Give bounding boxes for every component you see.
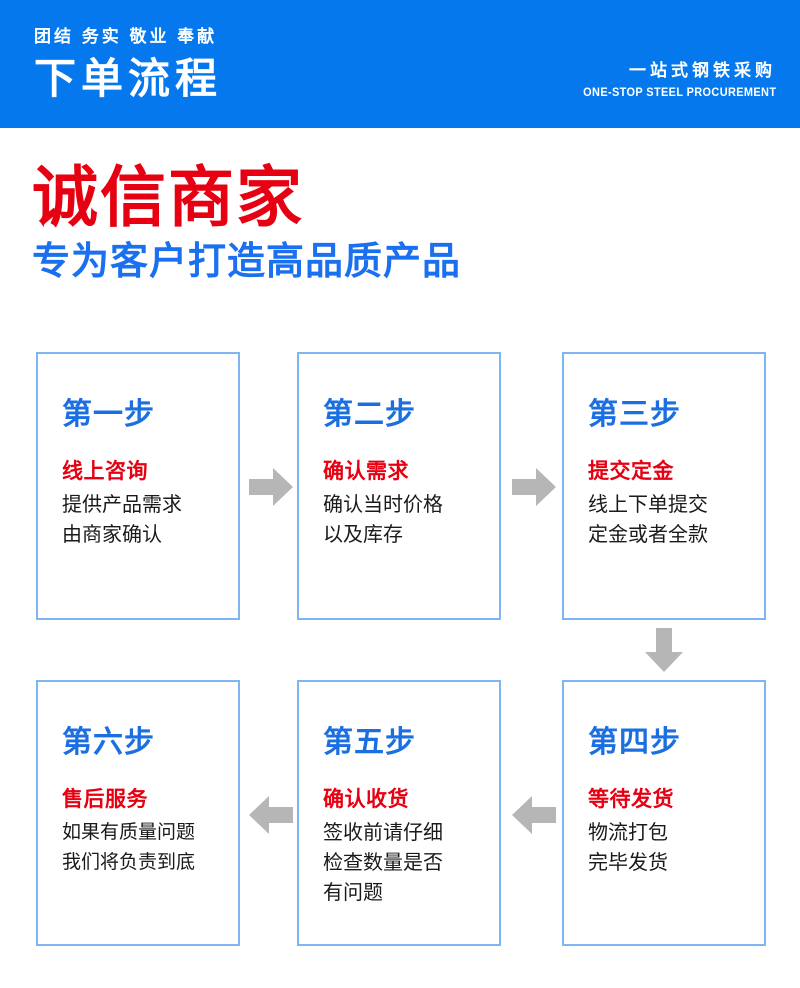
step-2-title: 第二步 bbox=[323, 398, 416, 431]
step-card-4-content: 第四步 等待发货 物流打包 完毕发货 bbox=[564, 682, 764, 878]
step-card-3-content: 第三步 提交定金 线上下单提交 定金或者全款 bbox=[564, 354, 764, 550]
header-right-group: 一站式钢铁采购 ONE-STOP STEEL PROCUREMENT bbox=[573, 60, 776, 101]
step-2-desc-line-2: 以及库存 bbox=[323, 524, 403, 546]
step-card-1-content: 第一步 线上咨询 提供产品需求 由商家确认 bbox=[38, 354, 238, 550]
arrow-left-icon-step4-step5 bbox=[512, 796, 556, 834]
step-4-desc-line-2: 完毕发货 bbox=[588, 852, 668, 874]
arrow-right-icon-step1-step2 bbox=[249, 468, 293, 506]
company-slogan: 团结 务实 敬业 奉献 bbox=[34, 27, 218, 46]
hero-subtitle: 专为客户打造高品质产品 bbox=[32, 241, 462, 283]
step-2-highlight: 确认需求 bbox=[323, 460, 409, 483]
step-3-title: 第三步 bbox=[588, 398, 681, 431]
arrow-right-icon-step2-step3 bbox=[512, 468, 556, 506]
step-5-title: 第五步 bbox=[323, 726, 416, 759]
step-2-desc-line-1: 确认当时价格 bbox=[323, 494, 443, 516]
step-3-desc-line-2: 定金或者全款 bbox=[588, 524, 708, 546]
arrow-left-icon-step5-step6 bbox=[249, 796, 293, 834]
step-card-2: 第二步 确认需求 确认当时价格 以及库存 bbox=[297, 352, 501, 620]
step-4-desc-line-1: 物流打包 bbox=[588, 822, 668, 844]
step-5-highlight: 确认收货 bbox=[323, 788, 409, 811]
step-6-desc-line-2: 我们将负责到底 bbox=[62, 852, 196, 873]
header-left-group: 团结 务实 敬业 奉献 下单流程 bbox=[34, 27, 222, 105]
step-6-desc-line-1: 如果有质量问题 bbox=[62, 822, 196, 843]
step-5-desc-line-1: 签收前请仔细 bbox=[323, 822, 443, 844]
hero-main-title: 诚信商家 bbox=[32, 160, 304, 234]
step-3-highlight: 提交定金 bbox=[588, 460, 674, 483]
step-4-highlight: 等待发货 bbox=[588, 788, 674, 811]
step-card-2-content: 第二步 确认需求 确认当时价格 以及库存 bbox=[299, 354, 499, 550]
step-1-desc-line-1: 提供产品需求 bbox=[62, 494, 182, 516]
step-3-desc-line-1: 线上下单提交 bbox=[588, 494, 708, 516]
step-card-1: 第一步 线上咨询 提供产品需求 由商家确认 bbox=[36, 352, 240, 620]
step-1-desc-line-2: 由商家确认 bbox=[62, 524, 162, 546]
hero-section: 诚信商家 专为客户打造高品质产品 bbox=[32, 158, 461, 286]
step-1-title: 第一步 bbox=[62, 398, 155, 431]
header-title: 下单流程 bbox=[34, 55, 223, 102]
header-tagline-en: ONE-STOP STEEL PROCUREMENT bbox=[582, 87, 776, 99]
header-tagline-cn: 一站式钢铁采购 bbox=[629, 61, 776, 80]
step-6-title: 第六步 bbox=[62, 726, 155, 759]
step-card-3: 第三步 提交定金 线上下单提交 定金或者全款 bbox=[562, 352, 766, 620]
step-card-5: 第五步 确认收货 签收前请仔细 检查数量是否 有问题 bbox=[297, 680, 501, 946]
arrow-down-icon-step3-step4 bbox=[645, 628, 683, 672]
page-header: 团结 务实 敬业 奉献 下单流程 一站式钢铁采购 ONE-STOP STEEL … bbox=[0, 0, 800, 128]
step-card-4: 第四步 等待发货 物流打包 完毕发货 bbox=[562, 680, 766, 946]
step-card-6-content: 第六步 售后服务 如果有质量问题 我们将负责到底 bbox=[38, 682, 238, 878]
step-4-title: 第四步 bbox=[588, 726, 681, 759]
step-card-6: 第六步 售后服务 如果有质量问题 我们将负责到底 bbox=[36, 680, 240, 946]
step-1-highlight: 线上咨询 bbox=[62, 460, 148, 483]
step-5-desc-line-3: 有问题 bbox=[323, 882, 383, 904]
step-6-highlight: 售后服务 bbox=[62, 788, 148, 811]
step-card-5-content: 第五步 确认收货 签收前请仔细 检查数量是否 有问题 bbox=[299, 682, 499, 908]
step-5-desc-line-2: 检查数量是否 bbox=[323, 852, 443, 874]
